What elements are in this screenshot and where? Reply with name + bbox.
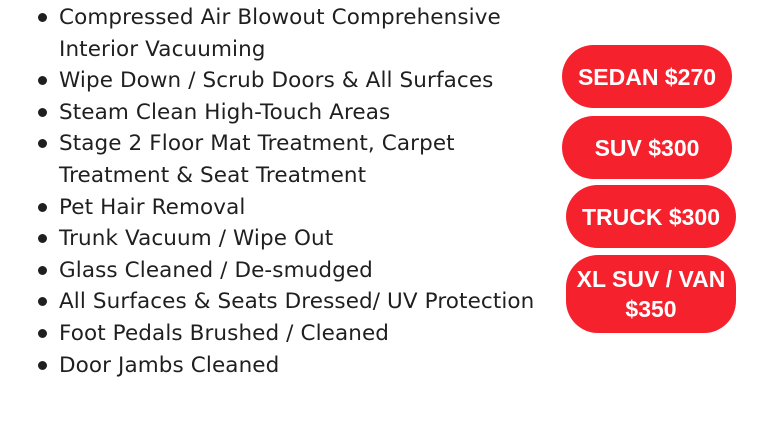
xl-suv-van-price-badge: XL SUV / VAN $350 (566, 255, 736, 333)
bullet-icon (38, 328, 47, 338)
sedan-price-badge: SEDAN $270 (562, 45, 732, 108)
bullet-icon (38, 265, 47, 275)
bullet-icon (38, 76, 47, 86)
service-line: Glass Cleaned / De-smudged (59, 257, 373, 283)
bullet-icon (38, 139, 47, 149)
suv-price-badge: SUV $300 (562, 116, 732, 179)
service-item: Pet Hair Removal (36, 192, 556, 224)
bullet-icon (38, 234, 47, 244)
bullet-icon (38, 107, 47, 117)
sedan-price-label: SEDAN $270 (577, 63, 717, 90)
suv-price-label: SUV $300 (594, 134, 700, 161)
service-item: Steam Clean High-Touch Areas (36, 97, 556, 129)
bullet-icon (38, 297, 47, 307)
service-line: Trunk Vacuum / Wipe Out (59, 226, 334, 252)
service-item: Glass Cleaned / De-smudged (36, 255, 556, 287)
service-item: Door Jambs Cleaned (36, 350, 556, 382)
service-item: All Surfaces & Seats Dressed/ UV Protect… (36, 286, 556, 318)
service-line: Wipe Down / Scrub Doors & All Surfaces (59, 68, 494, 94)
service-line: Treatment & Seat Treatment (59, 162, 367, 188)
service-item: Compressed Air Blowout Comprehensive Int… (36, 2, 556, 65)
xl-suv-van-price-label: XL SUV / VAN $350 (576, 266, 726, 322)
services-list: Compressed Air Blowout Comprehensive Int… (36, 2, 556, 381)
truck-price-label: TRUCK $300 (581, 203, 721, 230)
service-item: Trunk Vacuum / Wipe Out (36, 223, 556, 255)
truck-price-badge: TRUCK $300 (566, 185, 736, 248)
service-line: Foot Pedals Brushed / Cleaned (59, 320, 390, 346)
bullet-icon (38, 202, 47, 212)
service-line: Steam Clean High-Touch Areas (59, 99, 391, 125)
service-line: Interior Vacuuming (59, 36, 266, 62)
service-line: Door Jambs Cleaned (59, 352, 280, 378)
bullet-icon (38, 13, 47, 22)
service-item: Stage 2 Floor Mat Treatment, Carpet Trea… (36, 128, 556, 191)
service-line: All Surfaces & Seats Dressed/ UV Protect… (59, 289, 535, 315)
bullet-icon (38, 360, 47, 370)
service-line: Pet Hair Removal (59, 194, 246, 220)
service-item: Wipe Down / Scrub Doors & All Surfaces (36, 65, 556, 97)
service-line: Compressed Air Blowout Comprehensive (59, 5, 501, 30)
service-line: Stage 2 Floor Mat Treatment, Carpet (59, 131, 455, 157)
service-item: Foot Pedals Brushed / Cleaned (36, 318, 556, 350)
